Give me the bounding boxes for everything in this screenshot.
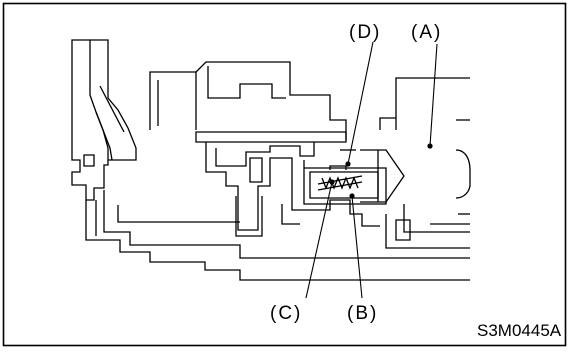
callout-label-c: (C) <box>270 303 302 324</box>
spool-housing <box>303 160 387 205</box>
figure-border <box>2 2 567 347</box>
valve-body-top <box>195 131 347 143</box>
base-plate <box>85 200 470 281</box>
left-housing <box>71 39 109 201</box>
figure-id: S3M0445A <box>477 321 562 340</box>
left-linkage <box>90 39 137 161</box>
leader-line-b <box>351 195 363 299</box>
mechanism-drawing <box>71 39 471 281</box>
callout-label-d: (D) <box>349 22 381 43</box>
leader-line-a <box>429 43 438 147</box>
right-housing <box>395 77 470 130</box>
callout-label-b: (B) <box>347 303 378 324</box>
callout-label-a: (A) <box>411 22 442 43</box>
leader-line-d <box>347 41 374 165</box>
leader-line-c <box>305 181 333 299</box>
valve-tip <box>360 149 405 203</box>
valve-body <box>205 142 380 231</box>
spring <box>321 176 359 190</box>
